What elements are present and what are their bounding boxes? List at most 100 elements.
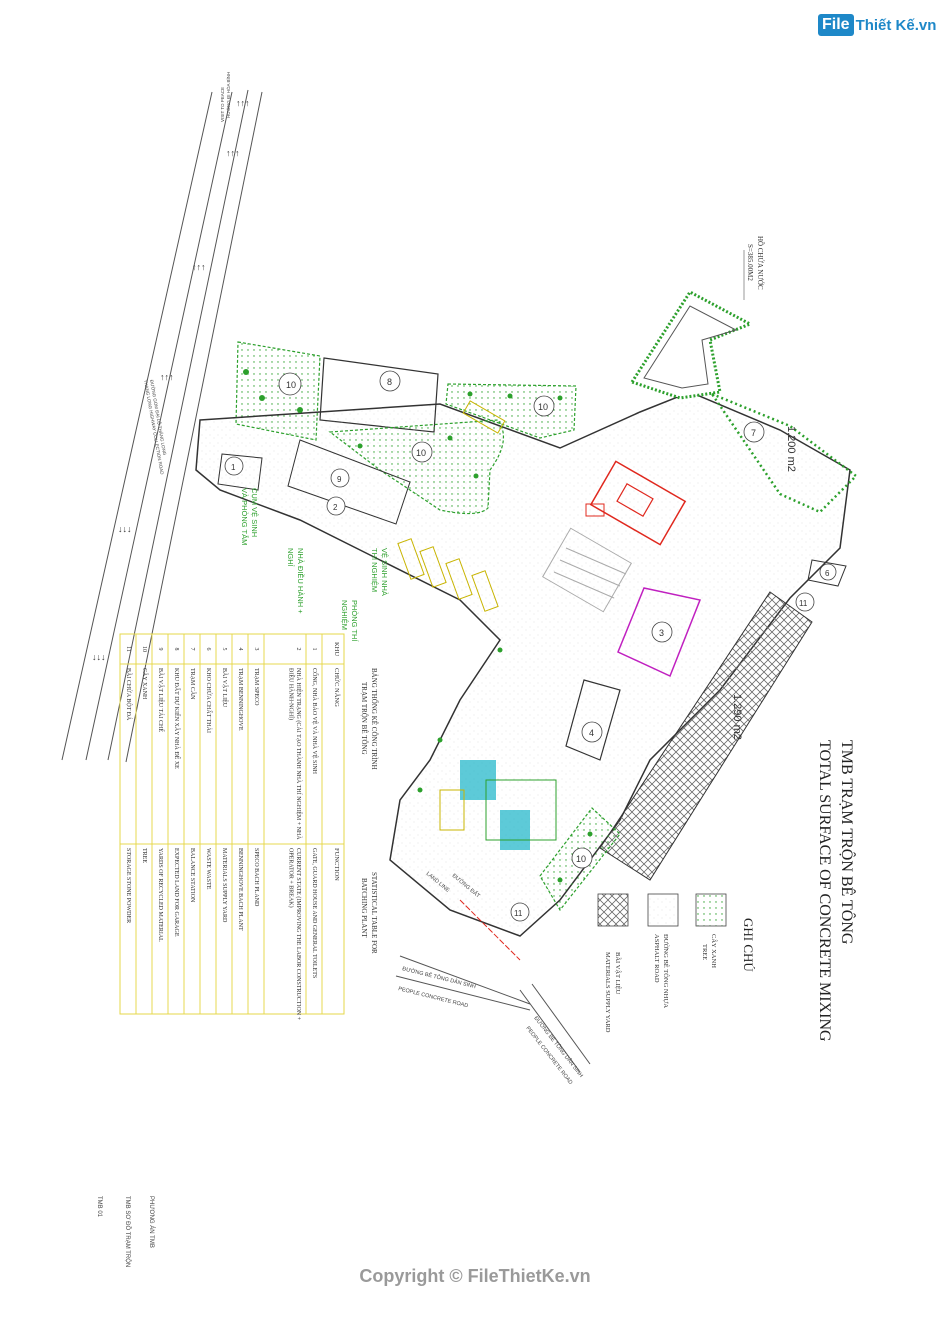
table-cell-text: 3 xyxy=(253,648,259,651)
table-cell-text: 6 xyxy=(205,648,211,651)
legend-material-en: MATERIALS SUPPLY YARD xyxy=(604,952,611,1033)
legend-swatch-tree xyxy=(695,893,727,927)
people-concrete-road xyxy=(395,899,591,1073)
table-cell-text: NHÀ HIỆN TRẠNG (CẢI TẠO THÀNH NHÀ THÍ NG… xyxy=(295,668,303,840)
table-cell-text: TRẠM SPECO xyxy=(253,668,259,706)
zone-label-6: 6 xyxy=(825,569,830,578)
table-cell-text: TRẠM BENNINGHOVE xyxy=(237,668,243,731)
table-cell xyxy=(135,843,153,1015)
pond-label: HỒ CHỨA NƯỚC xyxy=(756,236,764,290)
zone-10-island xyxy=(328,419,505,515)
highway-lines xyxy=(61,89,263,763)
table-cell-text: MATERIALS SUPPLY YARD xyxy=(221,848,227,923)
zone-label-4: 4 xyxy=(589,728,594,738)
zone-label-10b: 10 xyxy=(538,402,548,412)
svg-text:↓↓↓: ↓↓↓ xyxy=(118,524,132,534)
title-en: TOTAL SURFACE OF CONCRETE MIXING xyxy=(816,740,833,1042)
area-label-1290: 1.290 m2 xyxy=(731,694,743,740)
zone-2-existing-house xyxy=(287,439,411,525)
table-cell-text: 1 xyxy=(311,648,317,651)
label-toilet-1: CỤM VỆ SINH xyxy=(250,488,259,537)
sheet-line-1: PHƯƠNG ÁN TMB xyxy=(148,1196,155,1248)
title-vi: TMB TRẠM TRỘN BÊ TÔNG xyxy=(838,740,857,945)
zone-label-7: 9 xyxy=(337,475,342,484)
table-cell-text: BÃI VẬT LIỆU xyxy=(221,668,229,708)
table-cell-text: BALANCE STATION xyxy=(189,848,195,903)
legend-tree-vi: CÂY XANH xyxy=(710,934,718,968)
parked-trucks xyxy=(397,400,506,612)
site-boundary xyxy=(195,391,851,937)
table-title-en-1: STATISTICAL TABLE FOR xyxy=(370,872,378,954)
table-cell-text: TRẠM CÂN xyxy=(189,668,197,700)
table-cell-text: GATE, GUARD HOUSE AND GENERAL TOILETS xyxy=(311,848,317,978)
table-cell-text: 2 xyxy=(295,648,301,651)
table-cell-text: SPECO BACH PLAND xyxy=(253,848,259,907)
table-cell-text: BÃI VẬT LIỆU TÁI CHẾ xyxy=(157,668,165,732)
zone-3-speco-plant xyxy=(617,587,702,678)
road-label-highway-2: VISIT TO PEACE xyxy=(220,87,225,122)
table-cell-text: YARDS OF RECYCLED MATERIAL xyxy=(157,848,163,942)
water-pond xyxy=(629,290,754,400)
table-header-text: CHỨC NĂNG xyxy=(333,668,341,707)
table-cell-text: 11 xyxy=(125,646,131,652)
zone-label-3: 3 xyxy=(659,628,664,638)
table-cell-text: 7 xyxy=(189,648,195,651)
zone-label-8: 8 xyxy=(387,377,392,387)
legend-heading: GHI CHÚ xyxy=(741,918,756,972)
table-cell-text: 9 xyxy=(157,648,163,651)
road-label-highway-1: HƯỚNG ĐI HÒA BÌNH xyxy=(225,72,231,118)
logo-rest-text: Thiết Kế.vn xyxy=(855,16,937,34)
zone-label-10c: 10 xyxy=(416,448,426,458)
zone-label-2: 2 xyxy=(333,503,338,512)
table-cell-text: CỔNG, NHÀ BẢO VỆ VÀ NHÀ VỆ SINH xyxy=(311,668,319,775)
zone-label-10a: 10 xyxy=(286,380,296,390)
table-cell-text: 4 xyxy=(237,648,243,651)
table-title-vi-2: TRẠM TRỘN BÊ TÔNG xyxy=(360,682,368,755)
legend-swatch-asphalt xyxy=(647,893,679,927)
table-cell-text: STORAGE STONE POWDER xyxy=(125,848,131,923)
logo-file-text: File xyxy=(818,14,854,36)
road-people-vi-1: ĐƯỜNG BÊ TÔNG DÂN SINH xyxy=(402,964,477,990)
zone-4-benninghove-plant xyxy=(565,679,621,761)
benninghove-equipment xyxy=(439,760,557,850)
table-cell-text: BENNINGHOVE BACH PLANT xyxy=(237,848,243,931)
table-cell-text: ĐIỀU HÀNH-NGHỈ) xyxy=(288,668,296,720)
table-cell-text: CURRENT STATE (IMPROVING THE LABOR CONST… xyxy=(295,848,302,1021)
table-cell-text: BÃI CHỨA BỘT ĐÁ xyxy=(125,668,133,721)
svg-text:↑↑↑: ↑↑↑ xyxy=(192,262,206,272)
copyright-footer: Copyright © FileThietKe.vn xyxy=(359,1266,591,1286)
table-cell xyxy=(119,843,137,1015)
sheet-line-2: TMB SƠ ĐỒ TRẠM TRỘN xyxy=(124,1196,131,1267)
pond-area: S=385.00M2 xyxy=(746,244,754,281)
table-cell-text: EXPECTED LAND FOR GARAGE xyxy=(173,848,179,937)
brand-logo: File Thiết Kế.vn xyxy=(818,14,936,36)
legend-tree-en: TREE xyxy=(701,944,708,960)
label-office-2: NGHỈ xyxy=(286,548,295,567)
traffic-arrows: ↑↑↑ ↑↑↑ ↑↑↑ ↑↑↑ ↓↓↓ ↓↓↓ xyxy=(92,98,250,662)
label-lab-2: NGHIỆM xyxy=(340,600,349,630)
zone-1-gate xyxy=(217,453,263,491)
label-office-1: NHÀ ĐIỀU HÀNH + xyxy=(296,548,306,614)
label-lab-1: PHÒNG THÍ xyxy=(350,600,359,642)
svg-text:↑↑↑: ↑↑↑ xyxy=(226,148,240,158)
zone-label-10d: 10 xyxy=(576,854,586,864)
area-label-1200: 1.200 m2 xyxy=(785,426,797,472)
svg-text:↓↓↓: ↓↓↓ xyxy=(92,652,106,662)
label-wc-lab-1: VỆ SINH NHÀ xyxy=(380,548,389,596)
zone-9-recycled-yard xyxy=(708,391,858,514)
tree-marks xyxy=(243,369,593,883)
legend-asphalt-vi: ĐƯỜNG BÊ TÔNG NHỰA xyxy=(662,934,670,1008)
table-title-en-2: BATCHING PLANT xyxy=(360,878,368,938)
svg-text:↑↑↑: ↑↑↑ xyxy=(236,98,250,108)
zone-6-waste-store xyxy=(807,559,847,587)
zone-label-1: 1 xyxy=(231,463,236,472)
label-wc-lab-2: THÍ NGHIỆM xyxy=(370,548,379,592)
legend-material-vi: BÃI VẬT LIỆU xyxy=(614,952,622,995)
label-toilet-2: VÀ PHÒNG TẮM xyxy=(240,488,249,545)
table-cell-text: KHU ĐẤT DỰ KIẾN XÂY NHÀ ĐỂ XE xyxy=(173,668,181,769)
table-cell-text: OPERATOR + BREAK) xyxy=(288,848,295,908)
material-supply-yard-hatched xyxy=(599,591,813,881)
table-cell-text: KHO CHỨA CHẤT THẢI xyxy=(205,668,213,733)
